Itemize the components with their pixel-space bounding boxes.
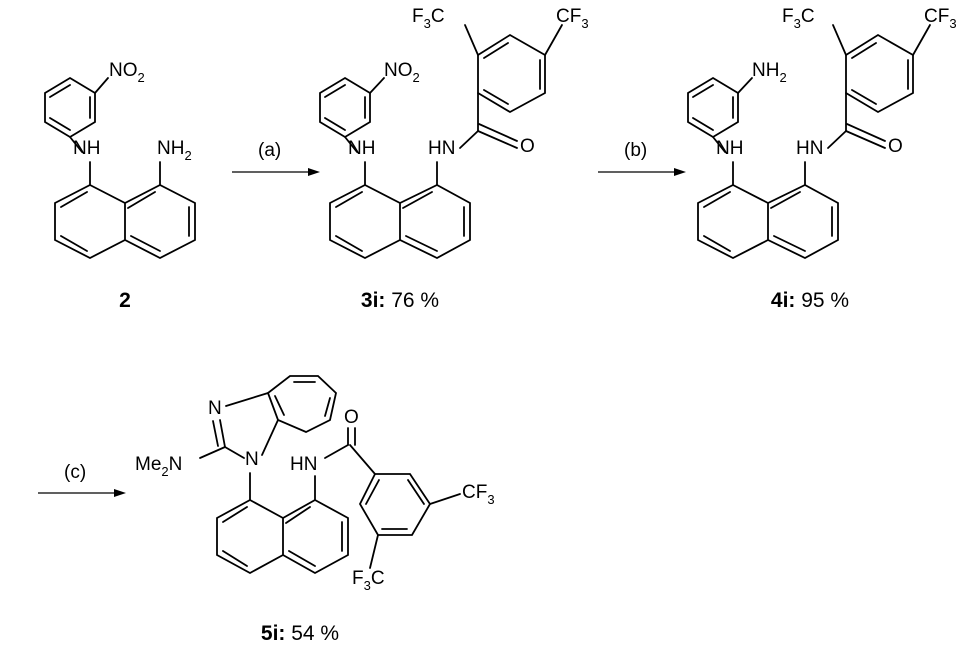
cf3-phenyl-ring-5i	[358, 473, 432, 536]
naphthalene-4i	[697, 183, 839, 260]
step-c-label: (c)	[64, 462, 86, 483]
o-label-3i: O	[520, 136, 535, 157]
cf3-label-right-3i: CF3	[556, 6, 589, 31]
nh-bond-3i	[344, 136, 358, 153]
o-label-5i: O	[344, 407, 359, 428]
aryl-amide-bond-5i	[349, 444, 376, 475]
carbonyl-4i	[845, 123, 886, 149]
cf3-bond-left-4i	[832, 24, 847, 56]
cf3-label-left-3i: F3C	[412, 6, 445, 31]
nh2-label-4i: NH2	[752, 60, 787, 85]
naphthalene-5i	[216, 498, 349, 575]
arrow-c: (c)	[38, 462, 126, 497]
compound-4i: NH2 NH HN O F3C CF3 4i: 95 %	[687, 6, 957, 312]
cf3-bond-right-4i	[912, 24, 931, 56]
naphthalene-2	[54, 183, 196, 260]
no2-bond-2	[94, 77, 109, 94]
cf3-label-left-4i: F3C	[782, 6, 815, 31]
naphthalene-3i	[329, 183, 471, 260]
imidazole-bond-c	[261, 419, 279, 456]
step-b-label: (b)	[624, 140, 647, 161]
cf3-phenyl-ring-3i-double	[483, 42, 541, 105]
arrow-a: (a)	[232, 140, 320, 176]
arrow-b: (b)	[598, 140, 686, 176]
nh-bond-2	[69, 136, 83, 153]
step-a-label: (a)	[258, 140, 281, 161]
cf3-bond-right-5i	[429, 493, 461, 505]
carbonyl-5i	[347, 427, 356, 446]
nh-label-2: NH	[73, 138, 100, 159]
imidazole-cn-double	[212, 419, 226, 448]
cf3-label-right-4i: CF3	[924, 6, 957, 31]
cf3-label-left-5i: F3C	[352, 568, 385, 593]
imidazole-bond-b	[224, 446, 245, 459]
cf3-phenyl-ring-5i-double	[365, 479, 425, 530]
cf3-phenyl-ring-4i-double	[851, 42, 909, 105]
imidazole-bond-a	[225, 392, 269, 407]
naphthalene-5i-double	[222, 506, 343, 567]
amide-n-bond-5i	[324, 444, 349, 459]
cf3-bond-left-5i	[369, 534, 379, 569]
nitrophenyl-ring-3i-double	[324, 84, 366, 131]
benzo-ring-5i-double	[274, 381, 331, 417]
naphthalene-3i-double	[335, 191, 465, 252]
compound-4i-label: 4i: 95 %	[771, 289, 849, 312]
amide-n-bond-3i	[459, 130, 479, 149]
compound-3i-label: 3i: 76 %	[361, 289, 439, 312]
nh2-label-2: NH2	[157, 138, 192, 163]
nitrophenyl-ring-2-double	[49, 84, 91, 131]
n-label-5i-top: N	[208, 398, 222, 419]
compound-3i: NO2 NH HN O F3C CF3 3i: 76 %	[319, 6, 589, 312]
nitrophenyl-ring-3i	[319, 76, 371, 139]
no2-bond-3i	[369, 77, 385, 94]
compound-5i-label: 5i: 54 %	[261, 622, 339, 645]
nh-bond-4i	[712, 136, 726, 153]
hn-label-4i: HN	[796, 138, 823, 159]
cf3-bond-left-3i	[464, 24, 479, 56]
compound-2-label: 2	[119, 289, 131, 312]
cf3-label-right-5i: CF3	[462, 482, 495, 507]
cf3-phenyl-ring-4i	[845, 33, 914, 114]
amide-n-bond-4i	[827, 130, 847, 149]
aminophenyl-ring-4i-double	[692, 84, 734, 131]
no2-label-2: NO2	[109, 60, 145, 85]
no2-label-3i: NO2	[384, 60, 420, 85]
cf3-phenyl-ring-3i	[477, 33, 546, 114]
carbonyl-3i	[477, 123, 518, 149]
nh2-bond-4i	[737, 77, 753, 94]
nh-label-3i: NH	[348, 138, 375, 159]
naphthalene-4i-double	[703, 191, 833, 252]
hn-label-3i: HN	[428, 138, 455, 159]
cf3-bond-right-3i	[544, 24, 563, 56]
naphthalene-2-double	[60, 191, 190, 252]
nitrophenyl-ring-2	[44, 76, 96, 139]
hn-label-5i: HN	[290, 454, 317, 475]
nh-label-4i: NH	[716, 138, 743, 159]
benzo-ring-5i	[266, 375, 337, 433]
nme2-label: Me2N	[135, 454, 182, 479]
compound-2: NO2 NH NH2 2	[44, 60, 196, 312]
nme2-bond	[199, 446, 226, 459]
compound-5i: N N Me2N HN O CF3 F3C 5i: 54 %	[135, 375, 495, 645]
o-label-4i: O	[888, 136, 903, 157]
n-label-5i-bottom: N	[245, 449, 259, 470]
aminophenyl-ring-4i	[687, 76, 739, 139]
